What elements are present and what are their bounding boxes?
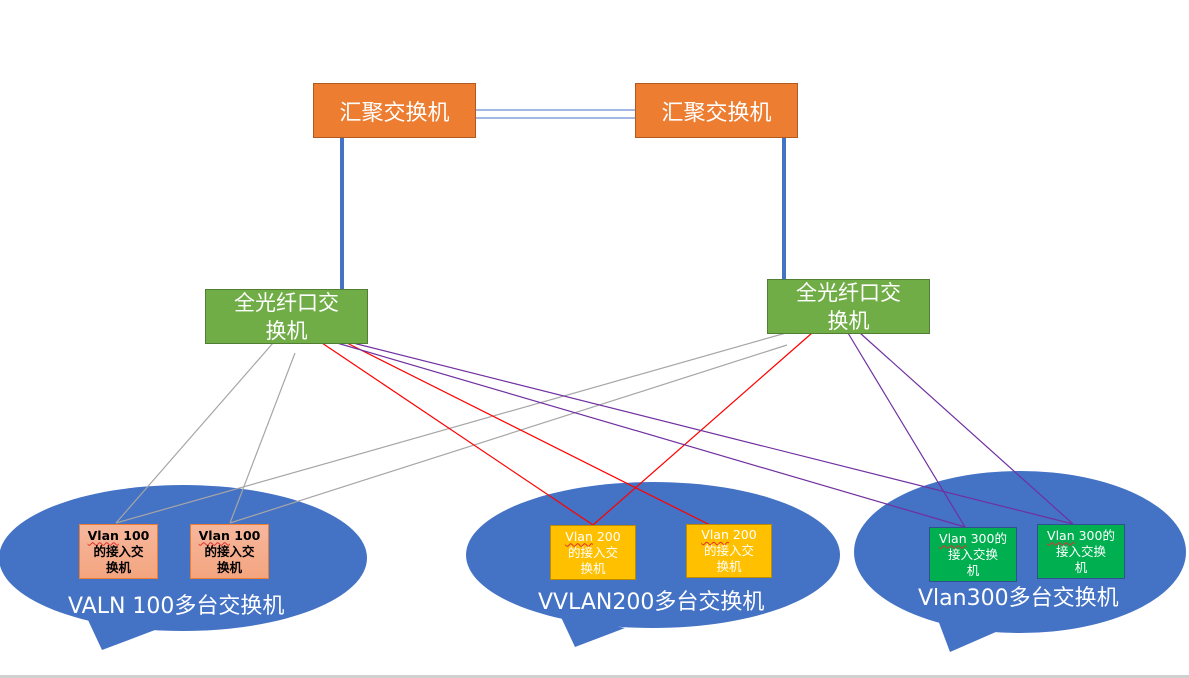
vlan200-links xyxy=(321,332,813,526)
bubble-body xyxy=(0,485,367,631)
vlan-number: 200 xyxy=(728,527,757,542)
spellcheck-word: Vlan xyxy=(701,527,729,542)
cluster-bubble-vlan100 xyxy=(0,485,367,650)
bubble-tail xyxy=(560,615,625,647)
access-switch-line3: 换机 xyxy=(716,559,742,574)
link-fiber-left-vlan100-2 xyxy=(229,352,296,524)
cluster-label-vlan100: VALN 100多台交换机 xyxy=(68,594,285,619)
link-fiber-right-vlan100-2 xyxy=(229,344,788,524)
access-switch-line3: 换机 xyxy=(105,559,131,575)
spellcheck-word: Vlan xyxy=(87,527,119,543)
access-switch-line1: Vlan 100 xyxy=(88,528,150,544)
fiber-switch-label-line1: 全光纤口交 xyxy=(796,280,901,305)
fiber-switch-left[interactable]: 全光纤口交 换机 xyxy=(205,289,368,344)
access-switch-line1: Vlan 200 xyxy=(565,529,620,545)
link-fiber-right-vlan200-1 xyxy=(592,332,813,526)
access-switch-line3: 机 xyxy=(966,562,980,578)
vlan-number: 300的 xyxy=(1074,527,1115,543)
cluster-label-vlan300: Vlan300多台交换机 xyxy=(918,586,1119,611)
access-switch-line1: Vlan 100 xyxy=(199,528,261,544)
spellcheck-word: Vlan xyxy=(1047,527,1075,543)
aggregation-switch-right[interactable]: 汇聚交换机 xyxy=(635,83,798,138)
page-bottom-border xyxy=(0,675,1189,678)
vlan100-links xyxy=(115,332,788,524)
cluster-bubble-vlan300 xyxy=(854,471,1186,652)
spellcheck-word: Vlan xyxy=(565,528,593,544)
access-switch-vlan100-2[interactable]: Vlan 100 的接入交 换机 xyxy=(190,524,269,579)
fiber-switch-label-line2: 换机 xyxy=(827,308,870,333)
fiber-switch-right[interactable]: 全光纤口交 换机 xyxy=(767,279,930,334)
cluster-bubble-vlan200 xyxy=(466,482,840,647)
vlan-number: 100 xyxy=(118,527,150,543)
access-switch-line2: 的接入交 xyxy=(204,543,255,559)
access-switch-line2: 的接入交 xyxy=(567,544,618,560)
access-switch-vlan300-1[interactable]: Vlan 300的 接入交换 机 xyxy=(929,527,1017,582)
link-fiber-right-vlan300-2 xyxy=(859,332,1074,525)
link-fiber-left-vlan100-1 xyxy=(115,342,274,524)
link-fiber-right-vlan100-1 xyxy=(115,332,787,524)
link-fiber-left-vlan200-2 xyxy=(346,342,711,526)
access-switch-line2: 接入交换 xyxy=(947,546,998,562)
link-fiber-right-vlan300-1 xyxy=(847,332,966,528)
access-switch-vlan100-1[interactable]: Vlan 100 的接入交 换机 xyxy=(79,524,158,579)
spellcheck-word: Vlan xyxy=(939,530,967,546)
link-fiber-left-vlan300-1 xyxy=(336,342,966,528)
uplink-lines xyxy=(340,109,786,290)
access-switch-line1: Vlan 300的 xyxy=(1047,528,1115,544)
bubble-body xyxy=(854,471,1186,633)
access-switch-line1: Vlan 200 xyxy=(701,527,756,543)
access-switch-line1: Vlan 300的 xyxy=(939,531,1007,547)
access-switch-line3: 换机 xyxy=(216,559,242,575)
link-fiber-left-vlan300-2 xyxy=(352,342,1074,525)
vlan-number: 300的 xyxy=(966,530,1007,546)
fiber-switch-label-line2: 换机 xyxy=(265,318,308,343)
access-switch-line2: 的接入交 xyxy=(703,543,754,558)
access-switch-vlan200-1[interactable]: Vlan 200 的接入交 换机 xyxy=(550,525,636,580)
fiber-switch-label-line1: 全光纤口交 xyxy=(234,290,339,315)
cluster-label-vlan200: VVLAN200多台交换机 xyxy=(538,590,765,615)
access-switch-vlan300-2[interactable]: Vlan 300的 接入交换 机 xyxy=(1037,524,1125,579)
bubble-body xyxy=(466,482,840,628)
access-switch-line2: 的接入交 xyxy=(93,543,144,559)
spellcheck-word: Vlan xyxy=(198,527,230,543)
link-fiber-left-vlan200-1 xyxy=(321,342,594,526)
vlan300-links xyxy=(336,332,1074,528)
access-switch-line2: 接入交换 xyxy=(1055,543,1106,559)
vlan-number: 100 xyxy=(229,527,261,543)
aggregation-switch-label: 汇聚交换机 xyxy=(339,100,450,126)
vlan-number: 200 xyxy=(592,528,621,544)
access-switch-line3: 换机 xyxy=(580,560,606,576)
access-switch-line3: 机 xyxy=(1074,559,1088,575)
aggregation-switch-label: 汇聚交换机 xyxy=(661,100,772,126)
aggregation-switch-left[interactable]: 汇聚交换机 xyxy=(313,83,476,138)
access-switch-vlan200-2[interactable]: Vlan 200 的接入交 换机 xyxy=(686,524,772,578)
